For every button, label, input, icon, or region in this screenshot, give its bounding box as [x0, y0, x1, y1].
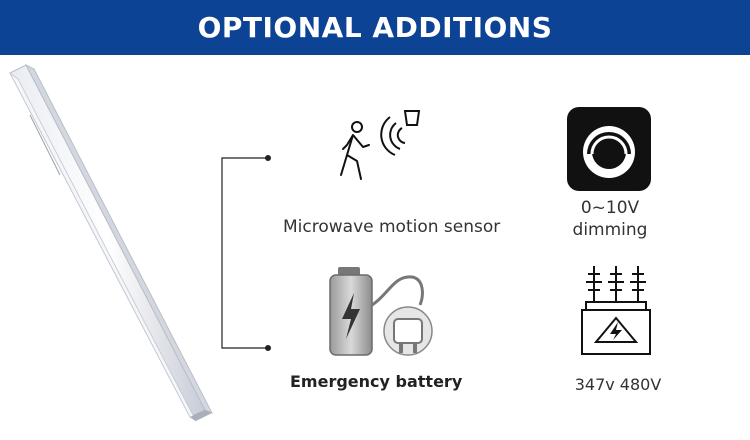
connector-bracket	[221, 155, 271, 351]
header-banner: OPTIONAL ADDITIONS	[0, 0, 750, 55]
transformer-icon	[581, 266, 651, 355]
page-title: OPTIONAL ADDITIONS	[197, 11, 553, 44]
option-label-dimming: dimming	[572, 220, 648, 240]
led-linear-fixture-image	[9, 63, 214, 422]
option-label-voltage: 347v 480V	[574, 375, 662, 394]
option-label-emergency-battery: Emergency battery	[290, 372, 463, 391]
option-label-dimming-voltage: 0~10V	[580, 198, 640, 218]
motion-sensor-icon	[340, 110, 421, 180]
option-label-microwave-sensor: Microwave motion sensor	[283, 217, 501, 237]
battery-plug-icon	[329, 267, 433, 356]
dimmer-knob-icon	[567, 107, 651, 191]
